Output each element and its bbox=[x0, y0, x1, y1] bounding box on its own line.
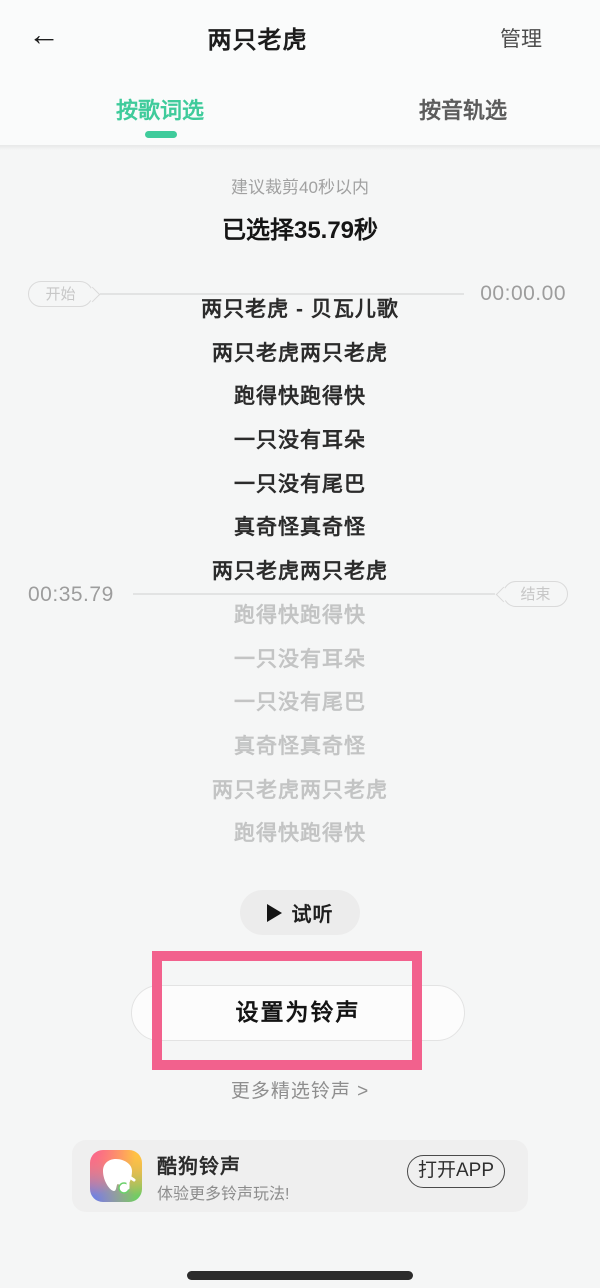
active-tab-underline bbox=[145, 131, 177, 138]
open-app-button[interactable]: 打开APP bbox=[407, 1155, 505, 1188]
lyric-line[interactable]: 跑得快跑得快 bbox=[234, 822, 366, 846]
lyric-line[interactable]: 一只没有耳朵 bbox=[234, 429, 366, 453]
banner-subtitle: 体验更多铃声玩法! bbox=[157, 1186, 290, 1203]
lyric-line[interactable]: 跑得快跑得快 bbox=[234, 385, 366, 409]
end-time: 00:35.79 bbox=[28, 583, 114, 606]
trim-hint: 建议裁剪40秒以内 bbox=[231, 178, 369, 197]
tooth-note-glyph bbox=[103, 1159, 136, 1194]
kugou-ringtone-logo-icon bbox=[90, 1150, 142, 1202]
play-icon bbox=[266, 903, 282, 922]
lyric-line[interactable]: 两只老虎两只老虎 bbox=[212, 341, 388, 365]
lyric-line[interactable]: 两只老虎 - 贝瓦儿歌 bbox=[201, 298, 399, 321]
lyric-line[interactable]: 两只老虎两只老虎 bbox=[212, 778, 388, 802]
manage-button[interactable]: 管理 bbox=[500, 28, 542, 51]
lyric-line[interactable]: 一只没有尾巴 bbox=[234, 472, 366, 496]
banner-app-name: 酷狗铃声 bbox=[157, 1156, 241, 1178]
header-divider bbox=[0, 145, 600, 150]
lyrics-list: 两只老虎 - 贝瓦儿歌 两只老虎两只老虎 跑得快跑得快 一只没有耳朵 一只没有尾… bbox=[0, 288, 600, 856]
lyric-line[interactable]: 一只没有耳朵 bbox=[234, 647, 366, 671]
back-icon[interactable]: ← bbox=[28, 16, 60, 52]
more-ringtones-link[interactable]: 更多精选铃声 > bbox=[230, 1081, 370, 1102]
end-handle-label: 结束 bbox=[520, 586, 551, 603]
tab-by-lyrics[interactable]: 按歌词选 bbox=[115, 98, 204, 123]
preview-label: 试听 bbox=[291, 904, 334, 926]
set-ringtone-button[interactable]: 设置为铃声 bbox=[131, 985, 465, 1041]
start-handle[interactable]: 开始 bbox=[28, 281, 101, 307]
end-handle[interactable]: 结束 bbox=[495, 581, 568, 607]
start-handle-label: 开始 bbox=[45, 286, 76, 303]
start-time: 00:00.00 bbox=[480, 282, 566, 305]
lyric-line[interactable]: 真奇怪真奇怪 bbox=[234, 516, 366, 540]
start-marker-line bbox=[100, 293, 464, 295]
kugou-app-banner[interactable]: 酷狗铃声 体验更多铃声玩法! 打开APP bbox=[72, 1140, 528, 1212]
tab-by-track[interactable]: 按音轨选 bbox=[418, 98, 507, 123]
lyric-line[interactable]: 真奇怪真奇怪 bbox=[234, 734, 366, 758]
page-title: 两只老虎 bbox=[207, 27, 308, 54]
end-marker-line bbox=[133, 593, 495, 595]
preview-button[interactable]: 试听 bbox=[240, 890, 360, 935]
lyric-line[interactable]: 两只老虎两只老虎 bbox=[212, 560, 388, 584]
lyric-line[interactable]: 跑得快跑得快 bbox=[234, 603, 366, 627]
lyric-line[interactable]: 一只没有尾巴 bbox=[234, 691, 366, 715]
header-section bbox=[0, 0, 600, 146]
home-indicator-bar bbox=[187, 1271, 413, 1280]
selected-duration: 已选择35.79秒 bbox=[221, 217, 379, 244]
